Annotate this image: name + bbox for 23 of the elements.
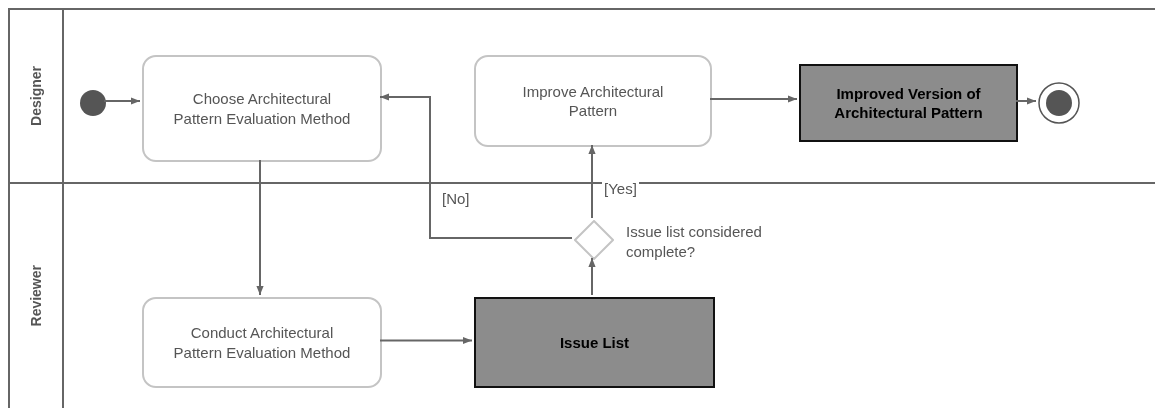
arrow [379,93,573,239]
decision-label: Issue list considered complete? [626,222,763,261]
arrow [588,257,596,296]
lane-title: Reviewer [28,265,44,327]
action-box: Improve Architectural Pattern [474,55,712,147]
lane-title: Designer [28,66,44,126]
decision-diamond [574,220,614,260]
action-box: Conduct Architectural Pattern Evaluation Method [142,297,382,388]
swimlane [8,182,1155,408]
arrow [379,336,473,345]
edge-label: [No] [440,190,472,207]
edge-label: [Yes] [602,180,639,197]
arrow [256,159,264,296]
object-node: Issue List [474,297,715,388]
arrow [103,97,141,105]
arrow [1015,97,1037,105]
swimlane [8,8,1155,182]
start-node [80,90,106,116]
object-node: Improved Version of Architectural Pattern [799,64,1018,142]
end-node [1038,82,1080,124]
arrow [709,95,798,103]
action-box: Choose Architectural Pattern Evaluation Method [142,55,382,162]
arrow [588,144,596,219]
